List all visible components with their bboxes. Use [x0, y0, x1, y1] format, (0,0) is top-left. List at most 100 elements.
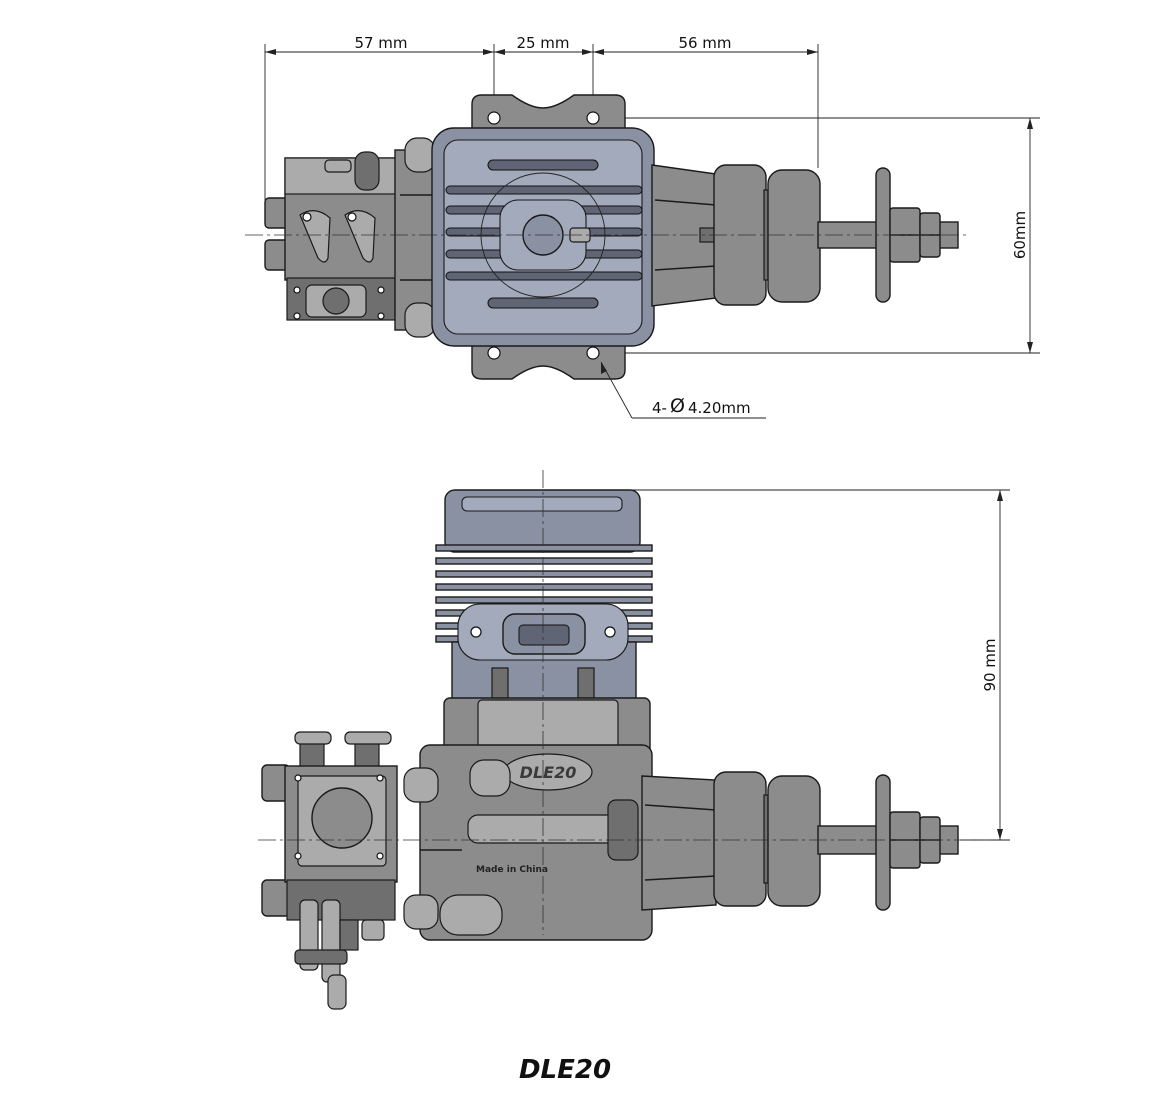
crankcase-boss: [607, 799, 639, 861]
arrowhead: [483, 49, 494, 55]
dim-label-right: 56 mm: [678, 34, 731, 52]
lever-pivot: [347, 212, 357, 222]
cooling-fin: [435, 570, 653, 578]
adjust-screw: [361, 919, 385, 941]
crankcase-rib: [467, 814, 621, 844]
mount-hole: [586, 346, 600, 360]
top-dimension-vertical: 60mm: [600, 117, 1040, 354]
intake-block: [394, 149, 438, 331]
top-view: 57 mm 25 mm 56 mm 60mm: [245, 34, 1040, 419]
carburetor-side: [261, 731, 398, 1010]
mount-hole: [586, 111, 600, 125]
flange-bolt-hole: [604, 626, 616, 638]
screw: [293, 312, 301, 320]
tube-collar: [294, 949, 348, 965]
lever-pivot: [302, 212, 312, 222]
screw: [294, 852, 302, 860]
dim-label-left: 57 mm: [354, 34, 407, 52]
cooling-fin: [435, 557, 653, 565]
origin-label: Made in China: [476, 865, 548, 875]
edge-line: [644, 804, 717, 811]
screw: [377, 312, 385, 320]
diameter-symbol: Ø: [670, 395, 685, 417]
crankcase-boss: [404, 137, 436, 173]
choke-knob: [354, 151, 380, 191]
carb-bracket: [339, 919, 359, 951]
intake-stub: [261, 879, 291, 917]
cooling-fin: [435, 583, 653, 591]
front-housing-side: [641, 771, 959, 911]
throttle-arm: [299, 739, 325, 771]
arrowhead: [601, 362, 607, 374]
screw: [376, 774, 384, 782]
cooling-slot: [487, 159, 599, 171]
prop-washer: [875, 774, 891, 911]
exhaust-port-opening: [518, 624, 570, 646]
screw: [377, 286, 385, 294]
screw: [294, 774, 302, 782]
cooling-slot: [487, 297, 599, 309]
hole-diameter: 4.20mm: [688, 399, 751, 417]
cooling-slot: [445, 271, 643, 281]
drive-hub: [713, 771, 767, 907]
arrowhead: [265, 49, 276, 55]
crankcase-boss: [404, 302, 436, 338]
front-housing: [641, 775, 717, 911]
fuel-nipple: [327, 974, 347, 1010]
front-housing-top: [651, 164, 959, 307]
top-dimension-horizontal: 57 mm 25 mm 56 mm: [264, 34, 819, 200]
arrowhead: [582, 49, 593, 55]
cooling-fin: [435, 596, 653, 604]
barrel-rib: [491, 667, 509, 703]
arrowhead: [807, 49, 818, 55]
drive-washer: [767, 169, 821, 303]
body-label: DLE20: [520, 763, 577, 782]
head-top-ridge: [461, 496, 623, 512]
arrowhead: [1027, 118, 1033, 129]
dim-label-height: 60mm: [1011, 211, 1029, 259]
arrowhead: [494, 49, 505, 55]
crankcase-side: DLE20 Made in China: [403, 697, 653, 941]
crankcase-boss: [403, 767, 439, 803]
mount-hole: [487, 346, 501, 360]
cylinder-side: [435, 489, 653, 703]
mount-hole: [487, 111, 501, 125]
choke-lever: [344, 210, 376, 263]
crankcase-boss: [403, 894, 439, 930]
arrowhead: [1027, 342, 1033, 353]
edge-line: [644, 875, 717, 881]
mounting-ear-rear: [471, 94, 626, 131]
dim-label-height: 90 mm: [981, 638, 999, 691]
barrel-rib: [577, 667, 595, 703]
carburetor-top: [264, 151, 398, 321]
pump-diaphragm: [311, 787, 373, 849]
drawing-title: DLE20: [519, 1055, 611, 1085]
crankcase-boss: [469, 759, 511, 797]
arrowhead: [997, 490, 1003, 501]
cooling-fin: [435, 544, 653, 552]
hole-callout: 4- Ø 4.20mm: [600, 361, 766, 419]
side-view: 90 mm DL: [258, 470, 1010, 1010]
dim-label-middle: 25 mm: [516, 34, 569, 52]
throttle-lever: [294, 731, 332, 745]
mounting-ears-top: [471, 94, 626, 380]
crankcase-foot: [439, 894, 503, 936]
cylinder-head-top: [431, 127, 655, 347]
edge-line: [654, 199, 717, 206]
throttle-lever: [299, 210, 331, 263]
arrowhead: [997, 829, 1003, 840]
drive-washer: [767, 775, 821, 907]
cooling-slot: [445, 185, 643, 195]
flange-bolt-hole: [470, 626, 482, 638]
intake-block-top: [394, 137, 438, 338]
hole-count: 4-: [652, 399, 667, 417]
edge-line: [654, 265, 717, 271]
screw: [376, 852, 384, 860]
fuel-tube: [321, 899, 341, 983]
fuel-nipple: [324, 159, 352, 173]
arrowhead: [593, 49, 604, 55]
choke-lever: [344, 731, 392, 745]
pump-diaphragm: [322, 287, 350, 315]
screw: [293, 286, 301, 294]
